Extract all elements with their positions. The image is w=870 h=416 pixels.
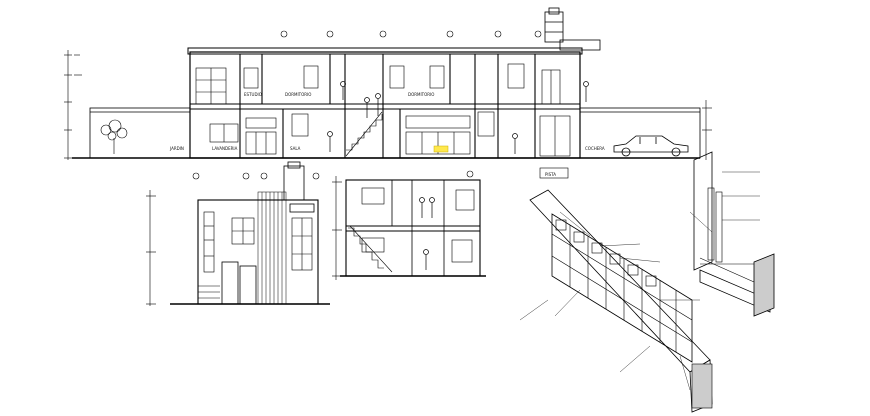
tree-icon [100,119,128,154]
annotation-leaders [689,171,760,233]
stair-icon [348,225,393,273]
mid-floor-slab [189,103,581,110]
room-label-studio: ESTUDIO [244,92,262,97]
grid-axis-marker-icon [192,172,320,180]
cross-section [332,170,486,280]
room-label-front-yard: JARDIN [169,146,184,151]
window-icon [203,211,313,273]
grid-axis-marker-icon [280,30,542,38]
isometric-gate-detail [519,189,713,413]
lower-floor-furniture [209,111,571,157]
interior-walls [239,54,536,158]
room-label-living: SALA [290,146,301,151]
stone-wall-end [691,363,713,409]
highlight-block [433,145,449,153]
person-figure-icon [327,81,589,154]
ribbed-facade-panel [257,191,287,305]
grid-axis-marker-icon [466,170,474,178]
garage-wall [579,107,701,159]
room-label-bedroom-2: DORMITORIO [408,92,434,97]
left-dimension-line [64,50,82,160]
window-section-detail [689,151,775,317]
stair-icon [345,111,383,157]
front-elevation [146,161,330,306]
window-icon [195,63,561,105]
room-label-garage: COCHERA [585,146,605,151]
person-figure-icon [419,197,435,270]
room-label-bedroom-1: DORMITORIO [285,92,311,97]
car-icon [613,135,689,157]
water-tank-tower [544,7,564,43]
room-label-street: PISTA [545,172,556,177]
stair-icon [198,285,220,299]
gate-grid-panels [551,219,693,352]
annotation-leaders [519,211,700,391]
room-label-kitchen: LAVANDERIA [212,146,238,151]
main-longitudinal-section: DORMITORIO DORMITORIO ESTUDIO SALA LAVAN… [64,7,712,179]
window-icon [361,187,475,263]
roof-slab [187,47,583,55]
